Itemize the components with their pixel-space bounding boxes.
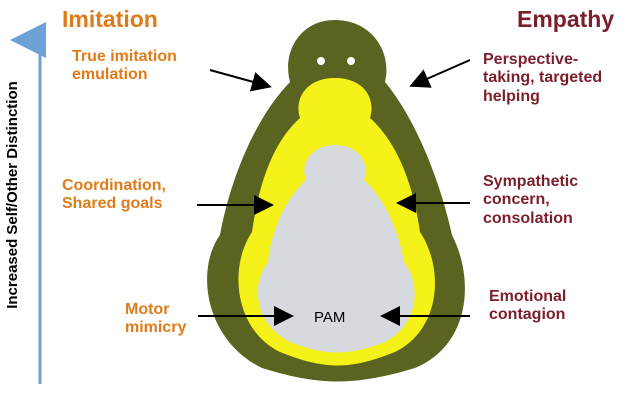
axis-label: Increased Self/Other Distinction bbox=[4, 10, 21, 380]
label-sympathetic-concern: Sympathetic concern, consolation bbox=[483, 173, 578, 228]
arrow-true-imitation bbox=[210, 70, 268, 86]
label-emotional-contagion: Emotional contagion bbox=[489, 288, 566, 325]
empathy-title: Empathy bbox=[517, 6, 614, 32]
label-motor-mimicry: Motor mimicry bbox=[125, 301, 186, 338]
arrow-perspective-taking bbox=[413, 60, 470, 85]
right-eye bbox=[347, 57, 355, 65]
label-true-imitation: True imitation emulation bbox=[72, 48, 177, 85]
left-eye bbox=[317, 57, 325, 65]
imitation-title: Imitation bbox=[62, 6, 158, 32]
core-label-pam: PAM bbox=[314, 309, 345, 326]
label-perspective-taking: Perspective- taking, targeted helping bbox=[483, 51, 602, 106]
label-coordination: Coordination, Shared goals bbox=[62, 177, 166, 214]
